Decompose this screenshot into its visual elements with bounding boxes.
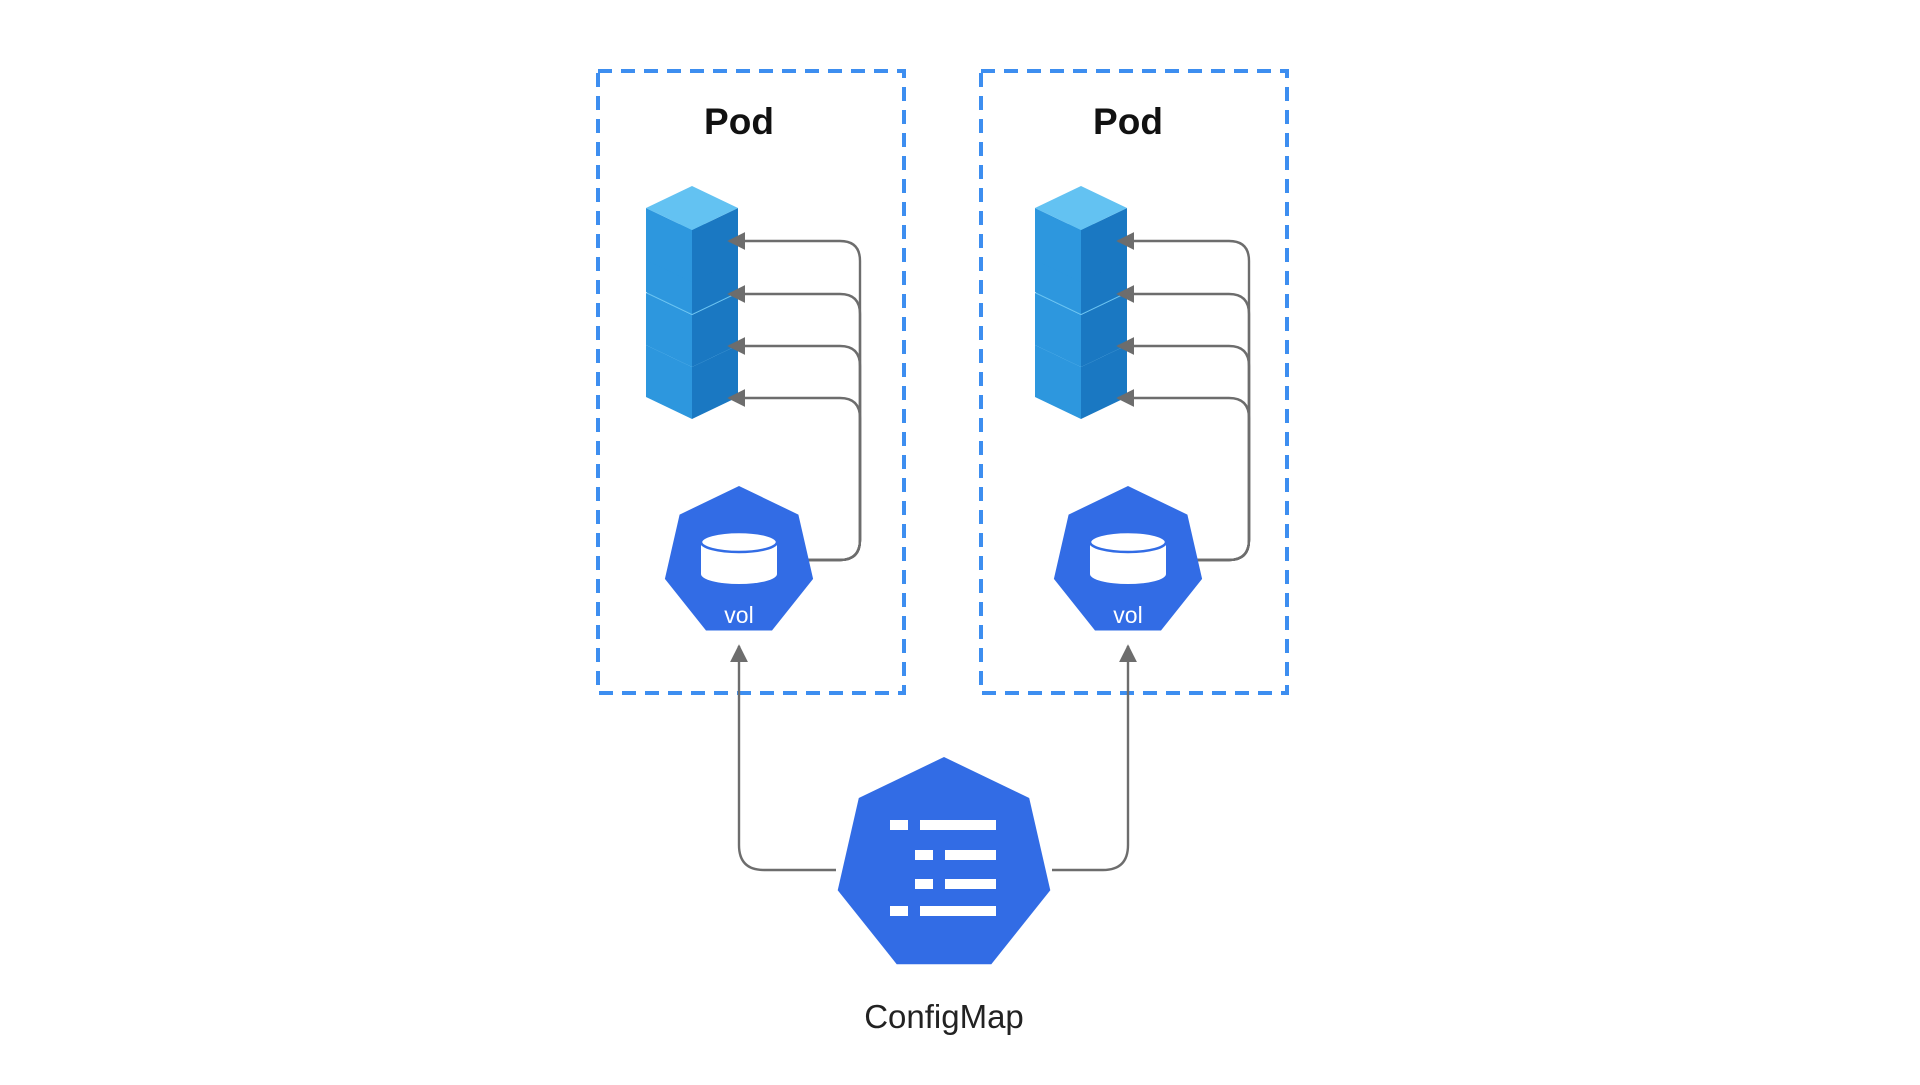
- pod-1: Pod vol: [596, 69, 906, 695]
- pod-1-title: Pod: [704, 101, 774, 142]
- pod-2-volume: [1053, 486, 1203, 631]
- configmap-to-pod-2-arrow: [1052, 644, 1137, 872]
- configmap-heptagon-icon: [837, 757, 1051, 965]
- configmap-list-lines-icon: [890, 820, 996, 916]
- configmap-icon: [837, 757, 1051, 965]
- pod-1-volume-links: [727, 232, 862, 562]
- pod-1-volume-label: vol: [724, 602, 753, 628]
- pod-2: Pod vol: [979, 69, 1289, 695]
- pod-2-title: Pod: [1093, 101, 1163, 142]
- configmap-links: [730, 644, 1137, 872]
- pod-2-volume-label: vol: [1113, 602, 1142, 628]
- pod-1-container-1-cube-icon: [646, 186, 738, 282]
- pod-2-volume-links: [1116, 232, 1251, 562]
- configmap-label: ConfigMap: [864, 998, 1024, 1035]
- pod-1-mount-arrow-4: [727, 389, 862, 562]
- pod-1-containers: [646, 186, 738, 419]
- pod-2-mount-arrow-4: [1116, 389, 1251, 562]
- pod-2-boundary: [979, 69, 1289, 695]
- pod-1-volume: [664, 486, 814, 631]
- pod-2-container-1-cube-icon: [1035, 186, 1127, 282]
- configmap-to-pod-1-arrow: [730, 644, 836, 872]
- pod-2-database-icon: [1088, 530, 1168, 584]
- pod-2-containers: [1035, 186, 1127, 419]
- pod-1-boundary: [596, 69, 906, 695]
- pod-1-database-icon: [699, 530, 779, 584]
